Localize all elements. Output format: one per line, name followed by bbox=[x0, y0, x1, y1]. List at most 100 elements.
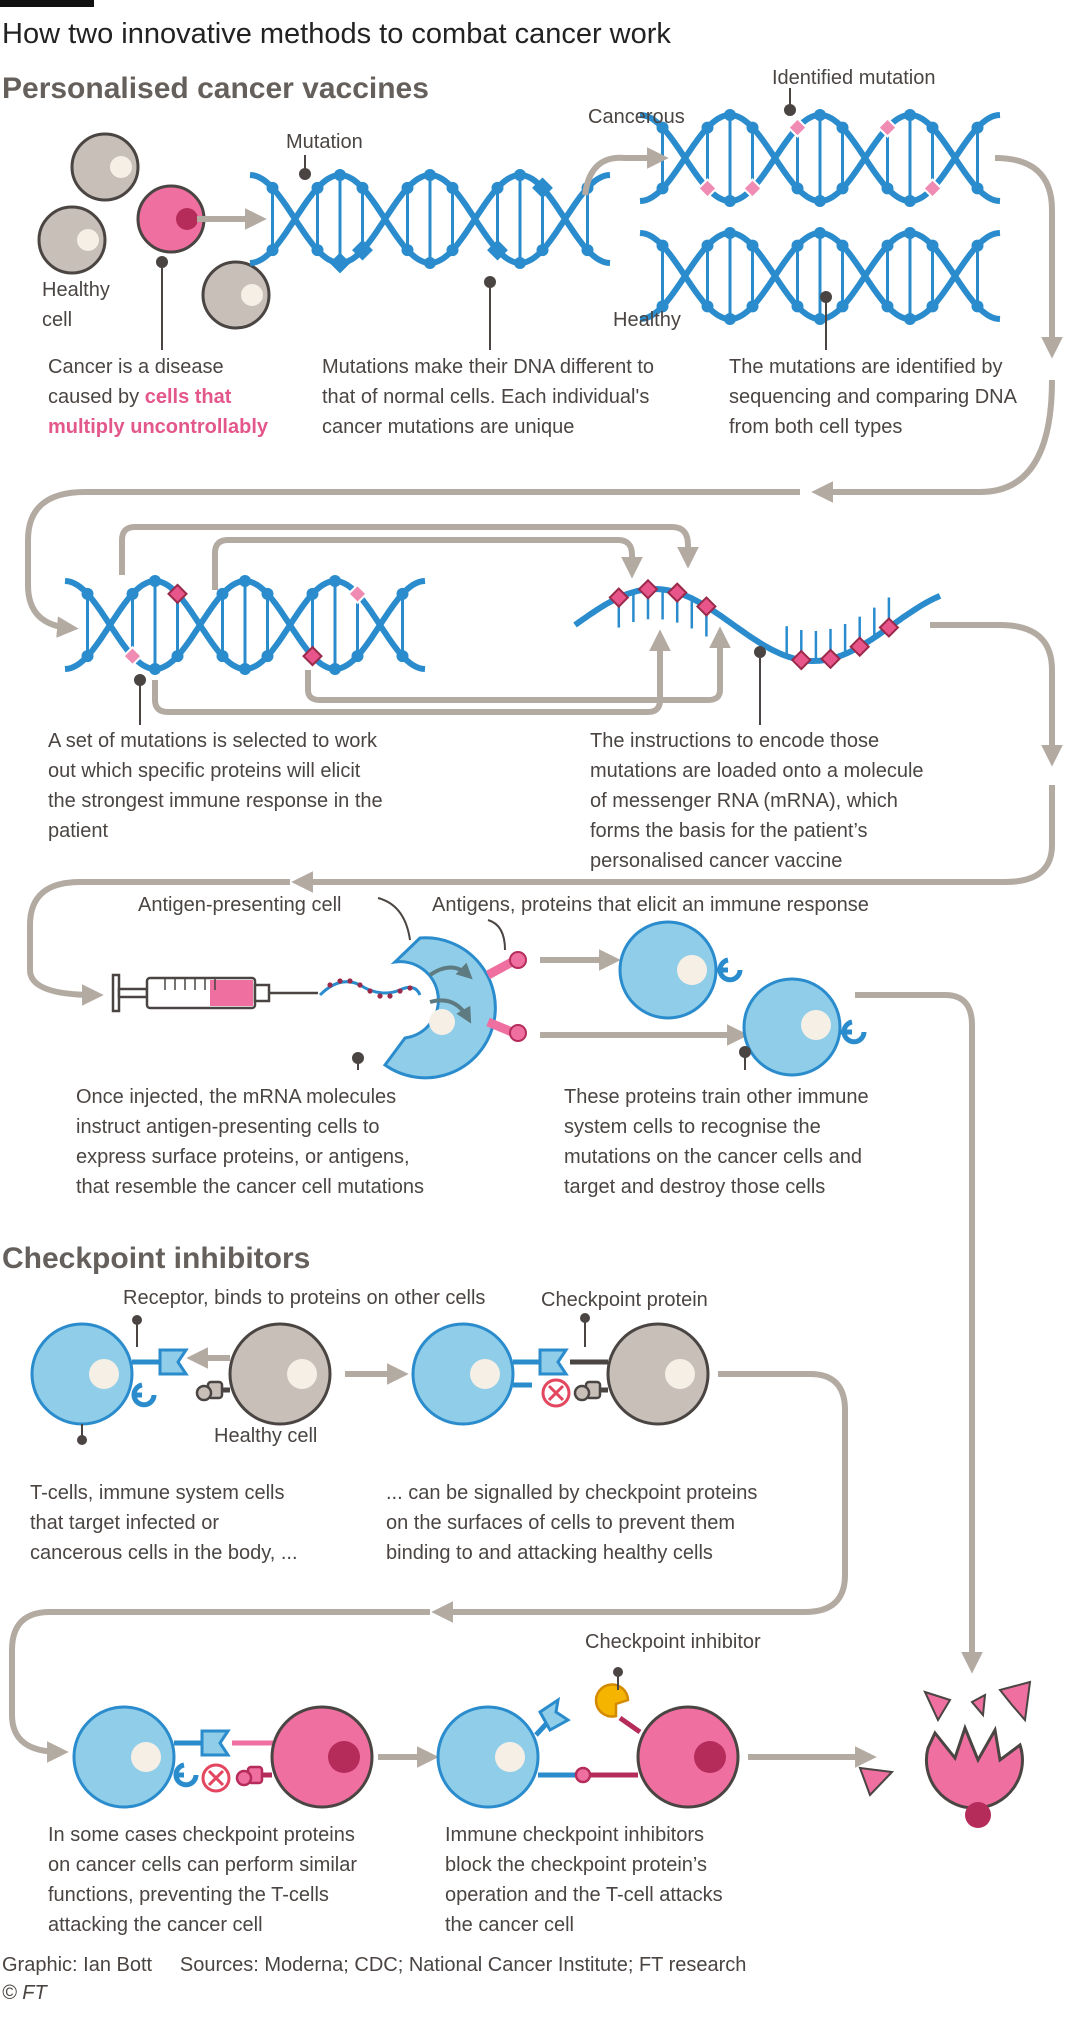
label-healthy-dna: Healthy bbox=[613, 309, 681, 331]
dna-node bbox=[971, 300, 984, 313]
dna-node bbox=[446, 181, 459, 194]
mutation-marker bbox=[697, 177, 718, 199]
dna-node bbox=[656, 300, 669, 313]
flow-arrow-3 bbox=[25, 489, 800, 638]
dna-node bbox=[791, 300, 804, 313]
dna-cancerous bbox=[639, 109, 1001, 207]
mutation-marker bbox=[637, 578, 659, 600]
caption-line: system cells to recognise the bbox=[564, 1116, 821, 1138]
dna-node bbox=[401, 244, 414, 257]
mutation-marker bbox=[666, 582, 688, 604]
dna-node bbox=[216, 587, 229, 600]
dna-node bbox=[171, 650, 184, 663]
dna-node bbox=[311, 181, 324, 194]
dna-node bbox=[836, 239, 849, 252]
selection-arrows bbox=[119, 524, 731, 715]
pointer-dot bbox=[77, 1435, 87, 1445]
immune-cell-2 bbox=[742, 977, 867, 1077]
footer-copyright: © FT bbox=[2, 1982, 47, 2004]
mrna-molecule-icon bbox=[318, 978, 422, 999]
caption-2: Mutations make their DNA different to th… bbox=[322, 352, 654, 442]
dna-node bbox=[814, 195, 826, 207]
label-healthy-cell: Healthy cell bbox=[214, 1425, 318, 1447]
footer-sources: Sources: Moderna; CDC; National Cancer I… bbox=[179, 1954, 747, 1976]
label-checkpoint-inhibitor: Checkpoint inhibitor bbox=[585, 1631, 761, 1653]
caption-3: The mutations are identified by sequenci… bbox=[729, 352, 1017, 442]
caption-line: The mutations are identified by bbox=[729, 356, 1003, 378]
caption-line: Once injected, the mRNA molecules bbox=[76, 1086, 397, 1108]
caption-line: personalised cancer vaccine bbox=[590, 850, 843, 872]
dna-node bbox=[724, 313, 736, 325]
mutation-marker bbox=[302, 645, 323, 667]
dna-node bbox=[836, 121, 849, 134]
destroyed-cancer-cell bbox=[858, 1680, 1032, 1828]
dna-node bbox=[356, 181, 369, 194]
caption-9: ... can be signalled by checkpoint prote… bbox=[386, 1478, 757, 1568]
caption-line: These proteins train other immune bbox=[564, 1086, 869, 1108]
dna-node bbox=[239, 575, 251, 587]
mutation-marker bbox=[695, 596, 717, 617]
caption-8: T-cells, immune system cells that target… bbox=[30, 1478, 298, 1568]
dna-node bbox=[971, 182, 984, 195]
cancer-cell bbox=[136, 184, 206, 254]
immune-cell-1 bbox=[618, 920, 743, 1020]
dna-node bbox=[351, 650, 364, 663]
caption-line: operation and the T-cell attacks bbox=[445, 1884, 723, 1906]
antigen-proteins bbox=[485, 951, 527, 1042]
mutation-marker bbox=[347, 583, 368, 605]
dna-node bbox=[814, 109, 826, 121]
caption-1: Cancer is a disease caused by cells that… bbox=[48, 352, 268, 442]
cancer-cell-ci-2 bbox=[574, 1705, 740, 1809]
caption-line: functions, preventing the T-cells bbox=[48, 1884, 329, 1906]
caption-line: cancerous cells in the body, ... bbox=[30, 1542, 298, 1564]
dna-node bbox=[81, 650, 94, 663]
dna-node bbox=[724, 195, 736, 207]
cancer-cell-ci-1 bbox=[235, 1705, 374, 1809]
dna-healthy bbox=[639, 227, 1001, 325]
caption-line: block the checkpoint protein’s bbox=[445, 1854, 708, 1876]
caption-line: attacking the cancer cell bbox=[48, 1914, 263, 1936]
flow-arrow-2 bbox=[811, 379, 1055, 503]
label-cancerous: Cancerous bbox=[588, 106, 685, 128]
healthy-cell-ci-2 bbox=[570, 1322, 710, 1426]
dna-node bbox=[446, 244, 459, 257]
healthy-cell-ci-1 bbox=[195, 1322, 332, 1426]
dna-node bbox=[836, 182, 849, 195]
pointer-dot bbox=[580, 1313, 590, 1323]
dna-node bbox=[881, 300, 894, 313]
label-receptor: Receptor, binds to proteins on other cel… bbox=[123, 1287, 486, 1309]
label-checkpoint-protein: Checkpoint protein bbox=[541, 1289, 708, 1311]
mutation-marker bbox=[742, 177, 763, 199]
tcell-2 bbox=[411, 1322, 569, 1426]
mutation-marker bbox=[352, 239, 373, 261]
dna-node bbox=[266, 244, 279, 257]
caption-line: on cancer cells can perform similar bbox=[48, 1854, 357, 1876]
caption-line: Immune checkpoint inhibitors bbox=[445, 1824, 705, 1846]
dna-node bbox=[396, 587, 409, 600]
label-healthy-cell-2: cell bbox=[42, 309, 73, 331]
dna-node bbox=[424, 169, 436, 181]
blocked-icon bbox=[201, 1763, 231, 1793]
label-antigens: Antigens, proteins that elicit an immune… bbox=[432, 894, 869, 916]
mutation-marker bbox=[167, 583, 188, 605]
dna-node bbox=[334, 169, 346, 181]
caption-line: In some cases checkpoint proteins bbox=[48, 1824, 355, 1846]
section-title-vaccines: Personalised cancer vaccines bbox=[2, 72, 429, 105]
dna-node bbox=[904, 195, 916, 207]
flow-arrow-6 bbox=[27, 879, 290, 1006]
dna-node bbox=[514, 257, 526, 269]
dna-node bbox=[814, 227, 826, 239]
dna-node bbox=[791, 182, 804, 195]
dna-node bbox=[656, 121, 669, 134]
caption-line: that resemble the cancer cell mutations bbox=[76, 1176, 424, 1198]
checkpoint-inhibitor-icon bbox=[594, 1683, 630, 1718]
caption-line: ... can be signalled by checkpoint prote… bbox=[386, 1482, 758, 1504]
caption-line: out which specific proteins will elicit bbox=[48, 760, 361, 782]
caption-line: instruct antigen-presenting cells to bbox=[76, 1116, 380, 1138]
caption-line: Cancer is a disease bbox=[48, 356, 224, 378]
caption-line: cancer mutations are unique bbox=[322, 416, 575, 438]
caption-line: T-cells, immune system cells bbox=[30, 1482, 285, 1504]
caption-6: Once injected, the mRNA molecules instru… bbox=[76, 1082, 424, 1202]
pointer-apc bbox=[377, 897, 411, 941]
caption-5: The instructions to encode those mutatio… bbox=[590, 726, 924, 876]
